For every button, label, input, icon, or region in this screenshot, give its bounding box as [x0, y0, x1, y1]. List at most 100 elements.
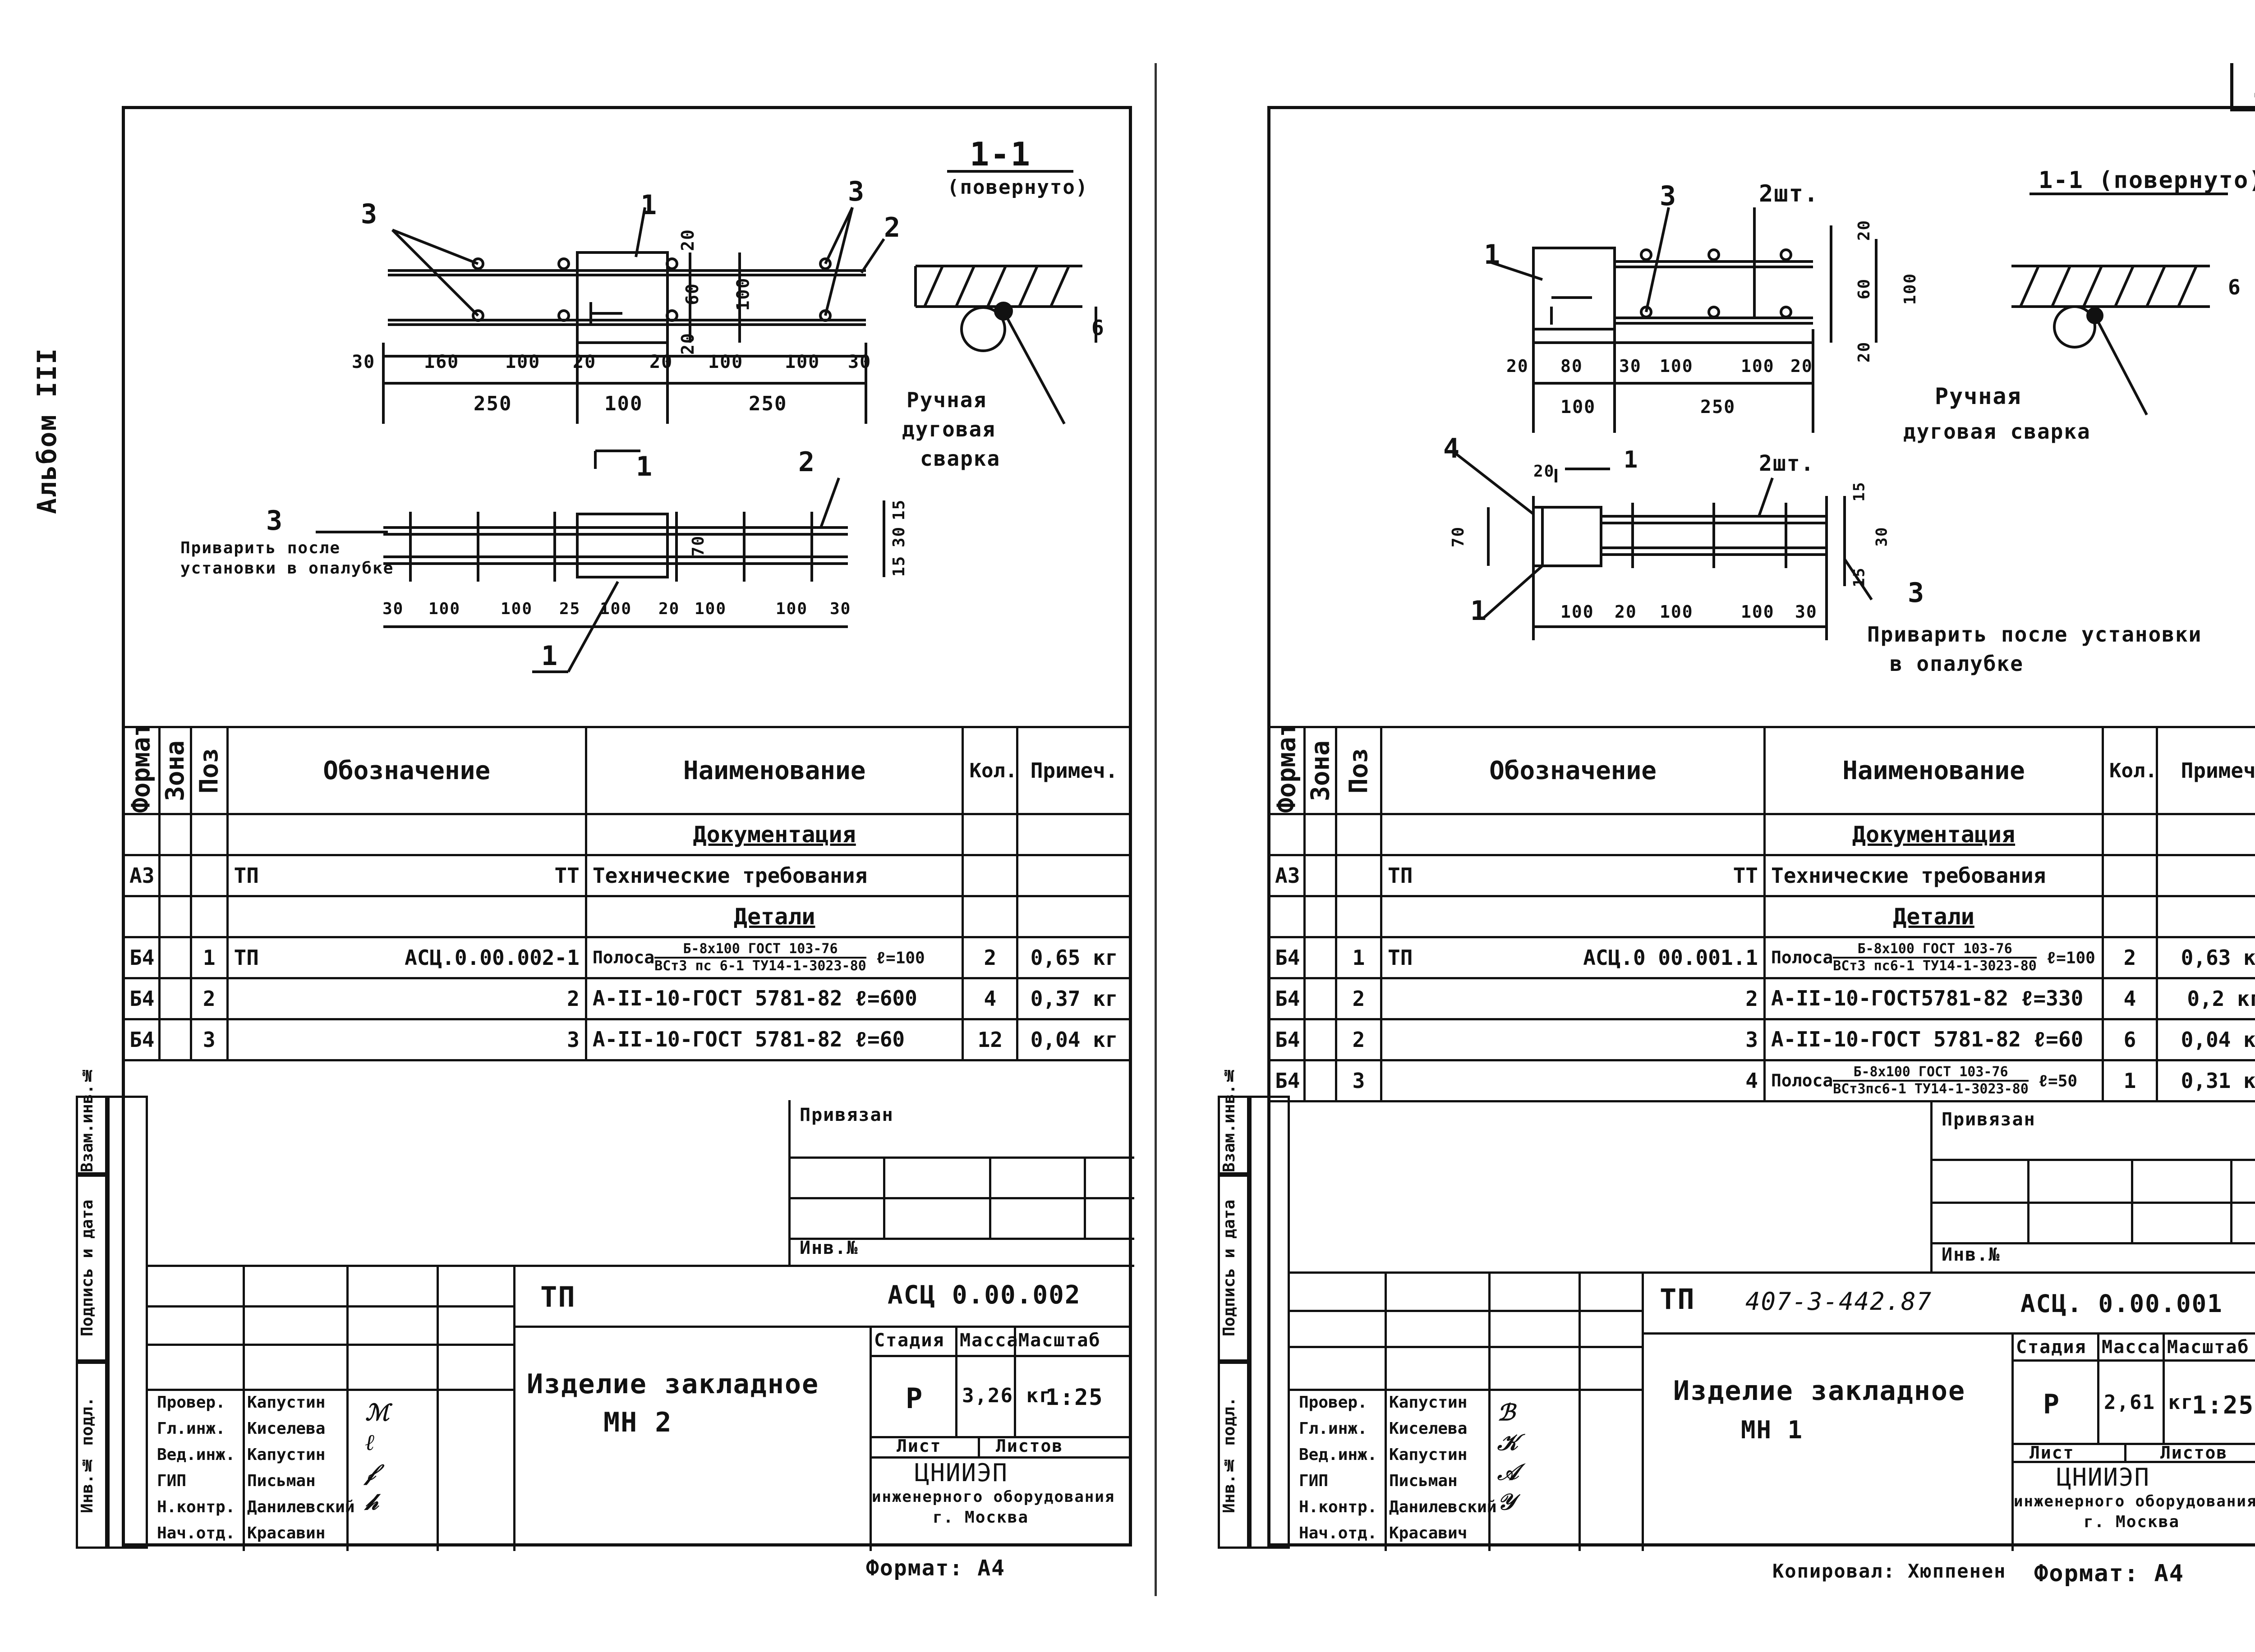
right-org-2: инженерного оборудования — [2014, 1492, 2255, 1510]
cell-pos — [190, 854, 229, 897]
signatory-row: Вед.инж.Капустин — [1299, 1446, 1488, 1472]
left-scale-h: Масштаб — [1018, 1330, 1101, 1351]
cell-format — [122, 813, 161, 856]
cell-format: А3 — [1267, 854, 1306, 897]
signatory-role: Нач.отд. — [157, 1524, 235, 1542]
left-plate — [576, 251, 669, 344]
cell-format: Б4 — [122, 977, 161, 1020]
cell-zone — [1303, 895, 1337, 938]
cell-qty: 2 — [962, 936, 1019, 979]
right-b2dim-1: 20 — [1533, 462, 1555, 481]
left-dim-3: 100 — [505, 352, 541, 372]
left-inv: Инв.№ — [800, 1238, 859, 1258]
left-org-3: г. Москва — [933, 1508, 1029, 1527]
col-zone: Зона — [1304, 727, 1336, 814]
right-spec-header: Формат Зона Поз Обозначение Наименование… — [1268, 726, 2255, 815]
cell-zone — [1303, 1018, 1337, 1061]
cell-zone — [1303, 1059, 1337, 1102]
right-scale-h: Масштаб — [2167, 1337, 2250, 1358]
left-stage: Р — [906, 1382, 924, 1415]
designation-code: 2 — [567, 987, 580, 1011]
right-bdim-2: 20 — [1615, 602, 1637, 622]
signatory-role: Гл.инж. — [1299, 1419, 1367, 1438]
cell-qty: 4 — [962, 977, 1019, 1020]
cell-note — [2156, 813, 2255, 856]
cell-pos — [190, 813, 229, 856]
cell-note: 0,63 кг — [2156, 936, 2255, 979]
left-title-1: Изделие закладное — [527, 1368, 819, 1400]
right-b2dim-3: 15 — [1850, 481, 1868, 502]
cell-format: А3 — [122, 854, 161, 897]
left-spec-table: Формат Зона Поз Обозначение Наименование… — [122, 726, 1132, 1061]
cell-name: А-II-10-ГОСТ 5781-82 ℓ=600 — [584, 977, 964, 1020]
right-dim-1: 20 — [1506, 356, 1529, 376]
left-privyazan-grid — [791, 1156, 1134, 1240]
cell-name: Технические требования — [1763, 854, 2104, 897]
cell-zone — [158, 936, 193, 979]
left-title-2: МН 2 — [603, 1407, 672, 1438]
cell-zone — [1303, 813, 1337, 856]
cell-designation: 3 — [226, 1018, 587, 1061]
left-callout-2b: 2 — [798, 446, 816, 478]
left-total-1: 250 — [474, 392, 512, 415]
signatory-row: Н.контр.Данилевский — [157, 1498, 354, 1524]
signatory-row: Провер.Капустин — [1299, 1393, 1488, 1419]
col-note: Примеч. — [2156, 726, 2255, 815]
right-privyazan-grid — [1933, 1159, 2255, 1244]
cell-note — [1016, 854, 1132, 897]
cell-qty: 1 — [2102, 1059, 2158, 1102]
cell-note: 0,65 кг — [1016, 936, 1132, 979]
left-dim-1: 30 — [352, 352, 376, 372]
cell-qty — [962, 813, 1019, 856]
left-scale: 1:25 — [1045, 1384, 1104, 1410]
right-b2dim-2: 70 — [1449, 526, 1468, 548]
cell-name: А-II-10-ГОСТ 5781-82 ℓ=60 — [1763, 1018, 2104, 1061]
signatory-role: Провер. — [157, 1393, 226, 1412]
signatory-name: Письман — [247, 1472, 316, 1490]
center-divider — [1155, 63, 1157, 1596]
cell-designation — [226, 813, 587, 856]
right-callout-4: 4 — [1443, 433, 1461, 464]
cell-format: Б4 — [1267, 1059, 1306, 1102]
left-stage-h: Стадия — [874, 1330, 945, 1351]
cell-note — [2156, 854, 2255, 897]
right-vdim-3: 100 — [1901, 272, 1920, 305]
cell-name: А-II-10-ГОСТ5781-82 ℓ=330 — [1763, 977, 2104, 1020]
signatory-name: Данилевский — [247, 1498, 355, 1516]
left-weld-note-2: установки в опалубке — [180, 559, 394, 578]
cell-name: А-II-10-ГОСТ 5781-82 ℓ=60 — [584, 1018, 964, 1061]
left-callout-3c: 3 — [266, 505, 284, 537]
left-callout-3b: 3 — [848, 176, 865, 207]
right-callout-3b: 3 — [1908, 577, 1925, 609]
cell-pos: 1 — [1335, 936, 1382, 979]
left-mass-h: Масса — [960, 1330, 1019, 1351]
cell-pos — [1335, 813, 1382, 856]
cell-pos — [1335, 854, 1382, 897]
right-margin-vzam: Взам.инв.№ — [1218, 1066, 1249, 1175]
right-dim-3: 30 — [1619, 356, 1642, 376]
col-note: Примеч. — [1016, 726, 1132, 815]
cell-note: 0,04 кг — [2156, 1018, 2255, 1061]
right-callout-3a: 3 — [1660, 180, 1677, 212]
left-section-bar — [960, 306, 1006, 352]
cell-format: Б4 — [1267, 977, 1306, 1020]
cell-zone — [158, 895, 193, 938]
cell-name: Документация — [1763, 813, 2104, 856]
signatory-name: Письман — [1389, 1472, 1458, 1490]
left-total-3: 250 — [749, 392, 787, 415]
signatory-name: Красавин — [247, 1524, 326, 1542]
left-bdim-6: 20 — [658, 600, 680, 618]
cell-zone — [158, 1018, 193, 1061]
right-org-3: г. Москва — [2084, 1513, 2180, 1531]
right-margin-sign: Подпись и дата — [1218, 1175, 1249, 1362]
right-section-title: 1-1 (повернуто) — [2039, 167, 2255, 194]
right-privyazan: Привязан — [1942, 1109, 2036, 1130]
left-callout-2a: 2 — [884, 212, 902, 243]
signatory-role: Вед.инж. — [157, 1446, 235, 1464]
right-sheet-h: Лист — [2030, 1443, 2075, 1463]
